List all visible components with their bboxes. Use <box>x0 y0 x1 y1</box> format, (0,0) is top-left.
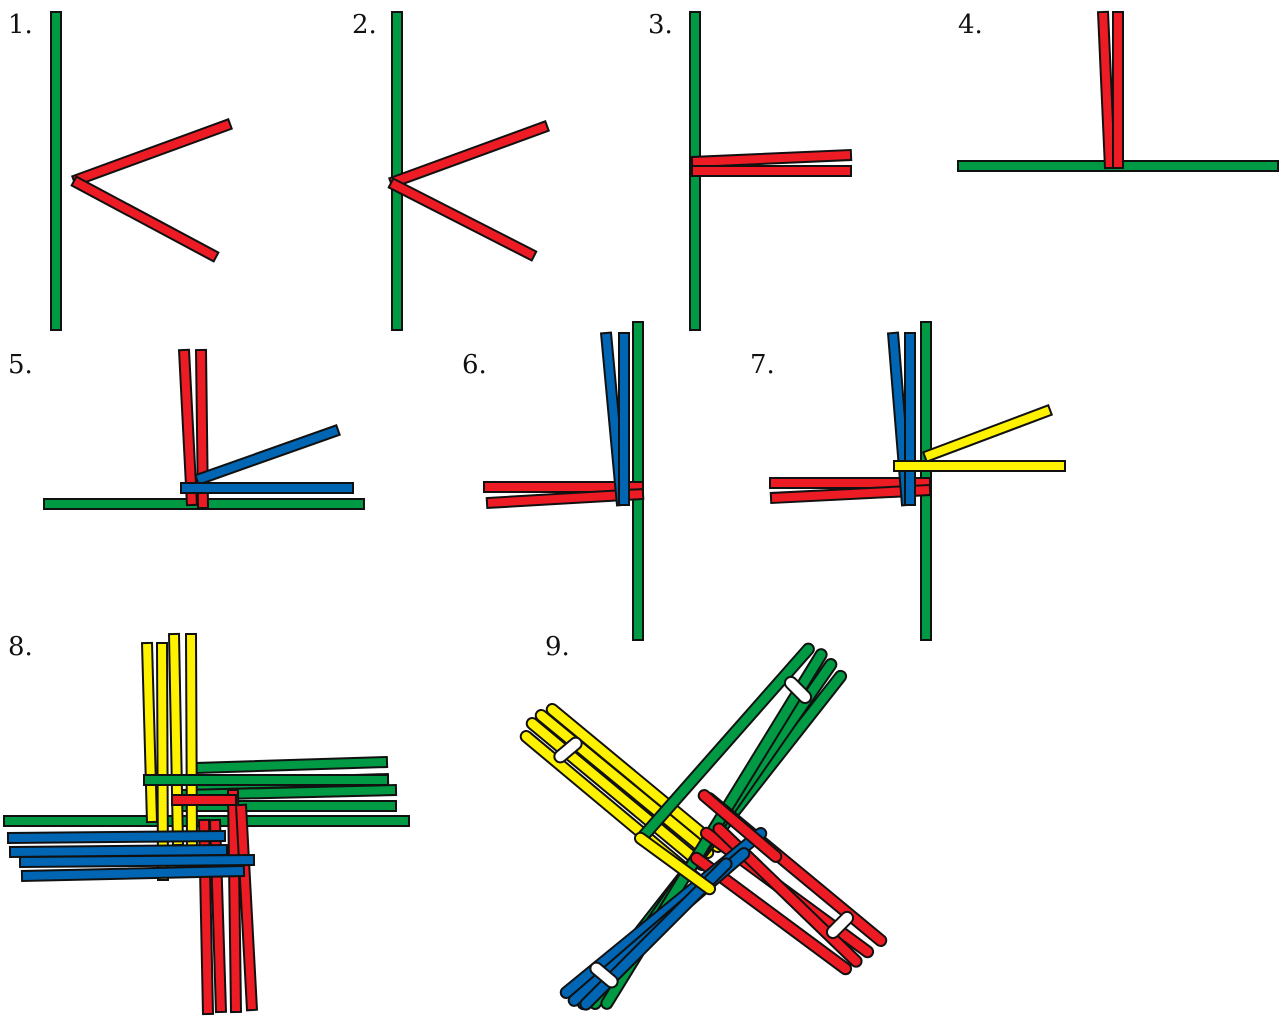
yellow-straw-binding <box>633 831 717 896</box>
red-straw-lower <box>691 165 852 177</box>
red-straw-lower <box>387 177 538 262</box>
red-straw <box>712 822 863 968</box>
blue-straw-angled <box>194 424 341 486</box>
red-straw <box>689 851 853 976</box>
blue-straw-binding <box>18 853 256 869</box>
green-straw-binding <box>143 774 389 786</box>
step-2-drawing <box>387 11 550 331</box>
step-3-drawing <box>689 11 853 331</box>
blue-straw-horizontal <box>180 482 354 494</box>
yellow-straw-angled <box>921 404 1054 463</box>
yellow-straw <box>184 632 199 852</box>
yellow-straw <box>167 632 185 847</box>
red-straw-left <box>177 348 199 507</box>
step-9-label: 9. <box>545 632 570 662</box>
step-8-label: 8. <box>8 632 33 662</box>
red-straw-lower <box>485 487 645 510</box>
step-6-drawing <box>483 321 645 641</box>
red-straw-binding <box>697 789 783 863</box>
yellow-straw-long <box>155 641 170 882</box>
green-straw-vertical <box>391 11 403 331</box>
red-bundle-tie <box>825 910 855 940</box>
green-bundle-tie <box>783 675 813 705</box>
step-1-label: 1. <box>8 10 33 40</box>
red-straw-upper <box>690 148 853 169</box>
blue-straw <box>20 864 246 883</box>
red-straw-binding <box>171 794 237 806</box>
step-2-label: 2. <box>352 10 377 40</box>
red-straw-right <box>194 348 210 510</box>
step-7-drawing <box>769 321 1066 641</box>
red-straw-lower <box>70 175 220 263</box>
red-straw-upper <box>483 481 644 493</box>
step-8-drawing <box>3 632 410 1016</box>
yellow-straw <box>140 641 159 824</box>
step-5-label: 5. <box>8 350 33 380</box>
red-straw-upper <box>388 120 550 189</box>
step-6-label: 6. <box>462 350 487 380</box>
red-straw-right <box>1112 11 1124 169</box>
blue-bundle-tie <box>589 961 619 989</box>
green-straw-vertical <box>50 11 62 331</box>
step-3-label: 3. <box>648 10 673 40</box>
blue-straw-right <box>618 332 630 506</box>
step-4-label: 4. <box>958 10 983 40</box>
red-straw-upper <box>769 477 931 489</box>
yellow-bundle-tie <box>553 736 583 764</box>
step-5-drawing <box>43 348 365 510</box>
step-4-drawing <box>957 10 1279 172</box>
yellow-straw-horizontal <box>893 460 1066 472</box>
blue-straw <box>6 829 227 845</box>
green-straw <box>194 755 389 775</box>
red-straw-lower <box>769 483 932 505</box>
step-9-drawing <box>519 642 888 1011</box>
step-7-label: 7. <box>750 350 775 380</box>
blue-straw <box>579 857 733 1011</box>
red-straw-left <box>1096 10 1117 170</box>
red-straw-upper <box>71 118 233 187</box>
blue-straw-right <box>904 332 916 506</box>
step-1-drawing <box>50 11 233 331</box>
